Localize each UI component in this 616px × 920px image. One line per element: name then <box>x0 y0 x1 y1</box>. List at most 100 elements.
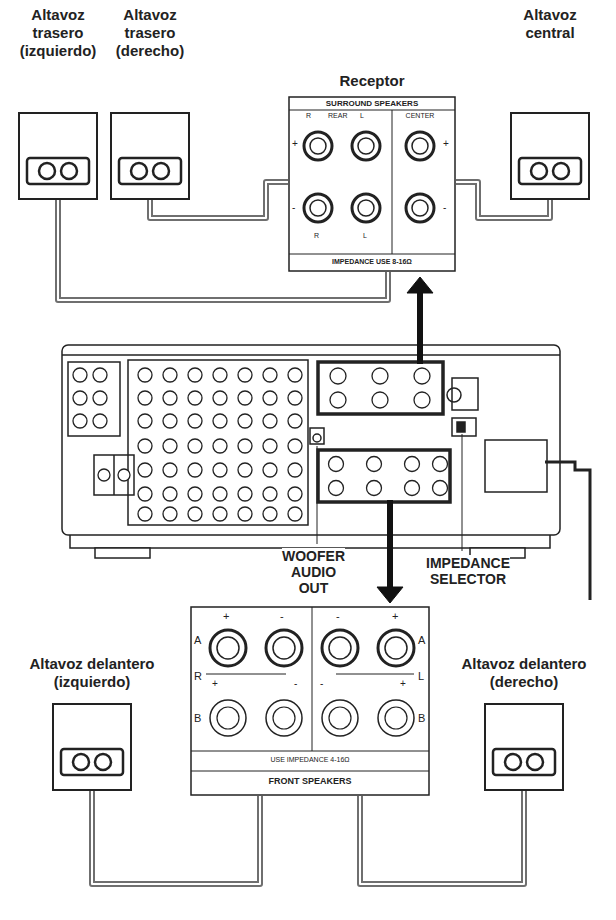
jack <box>213 414 227 428</box>
speaker-cable <box>92 791 260 884</box>
callout-label: WOOFER AUDIO OUT <box>282 548 345 596</box>
jack <box>238 463 252 477</box>
jack <box>138 463 152 477</box>
terminal-marking: A <box>418 634 425 647</box>
jack <box>329 481 344 496</box>
jack <box>433 481 448 496</box>
jack <box>263 391 277 405</box>
terminal-marking: - <box>280 610 284 623</box>
jack <box>288 414 302 428</box>
arrow-head <box>407 277 433 293</box>
jack <box>188 368 202 382</box>
speaker-cable <box>360 791 524 884</box>
jack <box>263 439 277 453</box>
terminal-marking: B <box>194 712 201 725</box>
speaker-label: Altavoz trasero (derecho) <box>116 6 184 60</box>
jack <box>263 463 277 477</box>
terminal-marking: - <box>336 610 340 623</box>
terminal-marking: B <box>418 712 425 725</box>
jack <box>238 507 252 521</box>
terminal-marking: A <box>194 634 201 647</box>
jack <box>93 414 107 428</box>
jack <box>163 487 177 501</box>
receiver-body <box>62 345 560 535</box>
jack <box>118 469 130 481</box>
jack <box>163 391 177 405</box>
terminal-marking: FRONT SPEAKERS <box>268 776 351 786</box>
jack <box>73 368 87 382</box>
jack <box>213 368 227 382</box>
terminal-marking: - <box>292 202 295 214</box>
callout-label: IMPEDANCE SELECTOR <box>426 555 510 587</box>
jack <box>238 391 252 405</box>
terminal-marking: L <box>363 232 367 240</box>
terminal-marking: + <box>212 678 218 690</box>
terminal-panel: +--+AARL+--+BBUSE IMPEDANCE 4-16ΩFRONT S… <box>190 606 430 796</box>
jack <box>73 391 87 405</box>
jack <box>414 368 430 384</box>
speaker: Altavoz delantero (izquierdo) <box>12 655 172 791</box>
terminal-marking: IMPEDANCE USE 8-16Ω <box>332 258 412 266</box>
jack <box>163 414 177 428</box>
jack <box>263 507 277 521</box>
terminal-marking: - <box>320 678 323 690</box>
jack <box>138 439 152 453</box>
signal-arrow <box>387 500 393 588</box>
jack <box>263 414 277 428</box>
speaker: Altavoz central <box>500 6 600 200</box>
jack <box>238 414 252 428</box>
jack <box>330 368 346 384</box>
terminal-marking: SURROUND SPEAKERS <box>326 99 418 108</box>
jack <box>213 507 227 521</box>
terminal-marking: L <box>360 112 364 120</box>
jack <box>213 439 227 453</box>
front-terminal-block <box>318 450 450 502</box>
terminal-marking: REAR <box>328 112 347 120</box>
speaker-label: Altavoz central <box>523 6 576 42</box>
jack <box>238 439 252 453</box>
jack <box>163 368 177 382</box>
arrow-head <box>377 587 403 603</box>
jack <box>188 414 202 428</box>
signal-arrow <box>417 292 423 364</box>
jack <box>93 391 107 405</box>
jack <box>138 368 152 382</box>
jack <box>163 439 177 453</box>
jack <box>288 487 302 501</box>
jack <box>138 391 152 405</box>
jack <box>414 392 430 408</box>
surround-terminal-block <box>318 362 443 414</box>
jack <box>138 414 152 428</box>
leader-line <box>317 446 318 544</box>
speaker: Altavoz trasero (derecho) <box>104 6 196 200</box>
leader-line <box>462 434 463 551</box>
jack <box>288 463 302 477</box>
jack <box>372 392 388 408</box>
terminal-marking: R <box>314 232 319 240</box>
jack <box>288 368 302 382</box>
jack <box>163 507 177 521</box>
jack <box>93 368 107 382</box>
speaker-label: Altavoz trasero (izquierdo) <box>20 6 97 60</box>
speaker: Altavoz trasero (izquierdo) <box>12 6 104 200</box>
jack <box>263 368 277 382</box>
speaker: Altavoz delantero (derecho) <box>444 655 604 791</box>
terminal-marking: Receptor <box>339 72 404 89</box>
terminal-marking: - <box>443 202 446 214</box>
jack <box>188 439 202 453</box>
jack <box>288 439 302 453</box>
jack <box>213 487 227 501</box>
jack <box>138 487 152 501</box>
speaker-label: Altavoz delantero (izquierdo) <box>12 655 172 691</box>
jack <box>238 487 252 501</box>
jack <box>372 368 388 384</box>
jack <box>98 469 110 481</box>
jack <box>213 463 227 477</box>
terminal-marking: - <box>294 678 297 690</box>
jack <box>263 487 277 501</box>
speaker-label: Altavoz delantero (derecho) <box>444 655 604 691</box>
jack <box>73 414 87 428</box>
jack <box>163 463 177 477</box>
jack <box>367 481 382 496</box>
